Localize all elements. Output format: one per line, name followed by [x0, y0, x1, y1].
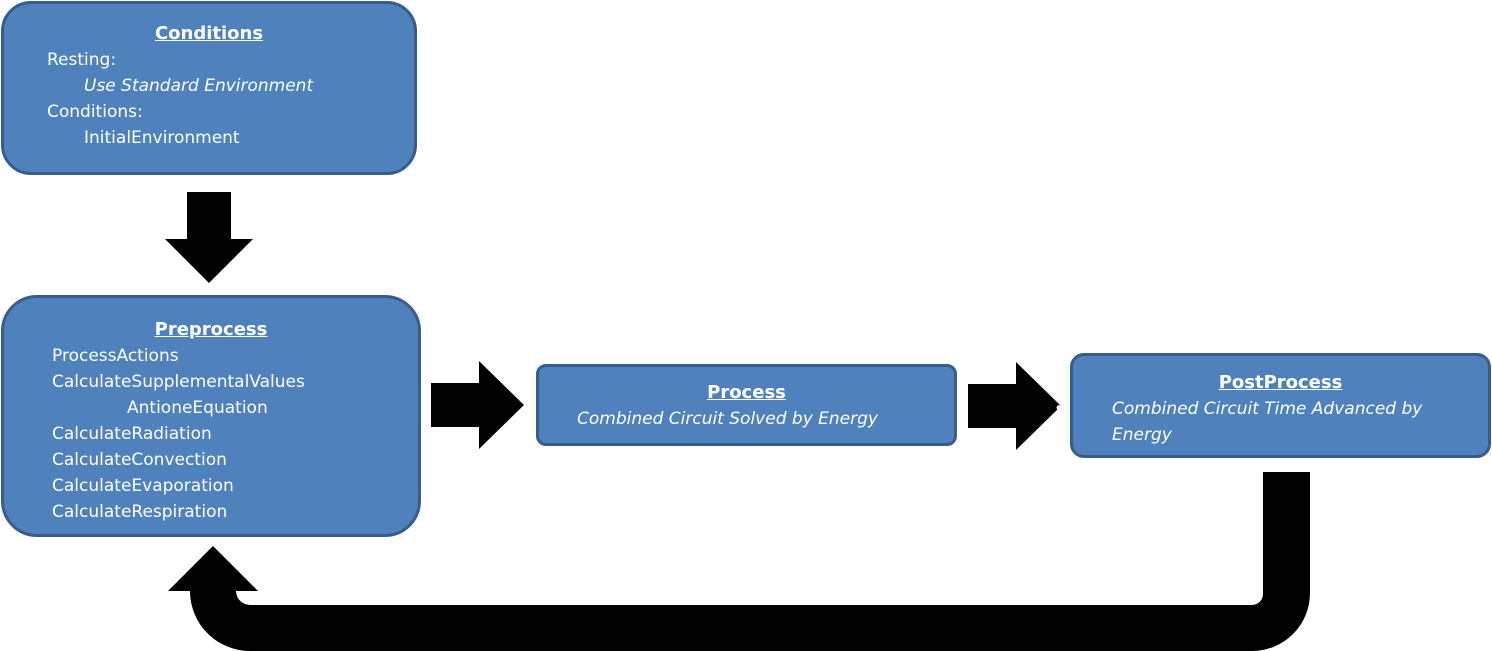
- preprocess-item-antione-equation: AntioneEquation: [4, 395, 418, 421]
- preprocess-box: Preprocess ProcessActions CalculateSuppl…: [1, 295, 421, 537]
- conditions-item-initial-environment: InitialEnvironment: [4, 125, 414, 151]
- process-box: Process Combined Circuit Solved by Energ…: [520, 364, 957, 446]
- preprocess-item-process-actions: ProcessActions: [4, 343, 418, 369]
- process-title: Process: [707, 382, 786, 403]
- arrow-down-conditions-to-preprocess: [165, 192, 253, 283]
- arrow-right-process-to-postprocess: [968, 362, 1061, 450]
- conditions-list: Resting: Use Standard Environment Condit…: [4, 47, 414, 151]
- conditions-title: Conditions: [154, 23, 264, 44]
- process-item-combined-circuit-solved: Combined Circuit Solved by Energy: [520, 406, 954, 432]
- conditions-item-resting: Resting:: [4, 47, 414, 73]
- conditions-box: Conditions Resting: Use Standard Environ…: [1, 1, 417, 175]
- postprocess-list: Combined Circuit Time Advanced by Energy: [1054, 396, 1488, 448]
- conditions-item-conditions: Conditions:: [4, 99, 414, 125]
- preprocess-item-calculate-evaporation: CalculateEvaporation: [4, 473, 418, 499]
- postprocess-box: PostProcess Combined Circuit Time Advanc…: [1054, 353, 1491, 458]
- preprocess-item-calculate-respiration: CalculateRespiration: [4, 499, 418, 525]
- preprocess-item-calculate-radiation: CalculateRadiation: [4, 421, 418, 447]
- preprocess-title: Preprocess: [154, 319, 268, 340]
- postprocess-item-combined-circuit-time-advanced: Combined Circuit Time Advanced by Energy: [1054, 396, 1488, 448]
- preprocess-list: ProcessActions CalculateSupplementalValu…: [4, 343, 418, 525]
- arrow-right-preprocess-to-process: [431, 361, 524, 449]
- arrow-loop-postprocess-to-preprocess: [168, 472, 1310, 651]
- process-list: Combined Circuit Solved by Energy: [520, 406, 954, 432]
- conditions-item-use-standard-environment: Use Standard Environment: [4, 73, 414, 99]
- preprocess-item-calculate-supplemental-values: CalculateSupplementalValues: [4, 369, 418, 395]
- postprocess-title: PostProcess: [1218, 372, 1343, 393]
- preprocess-item-calculate-convection: CalculateConvection: [4, 447, 418, 473]
